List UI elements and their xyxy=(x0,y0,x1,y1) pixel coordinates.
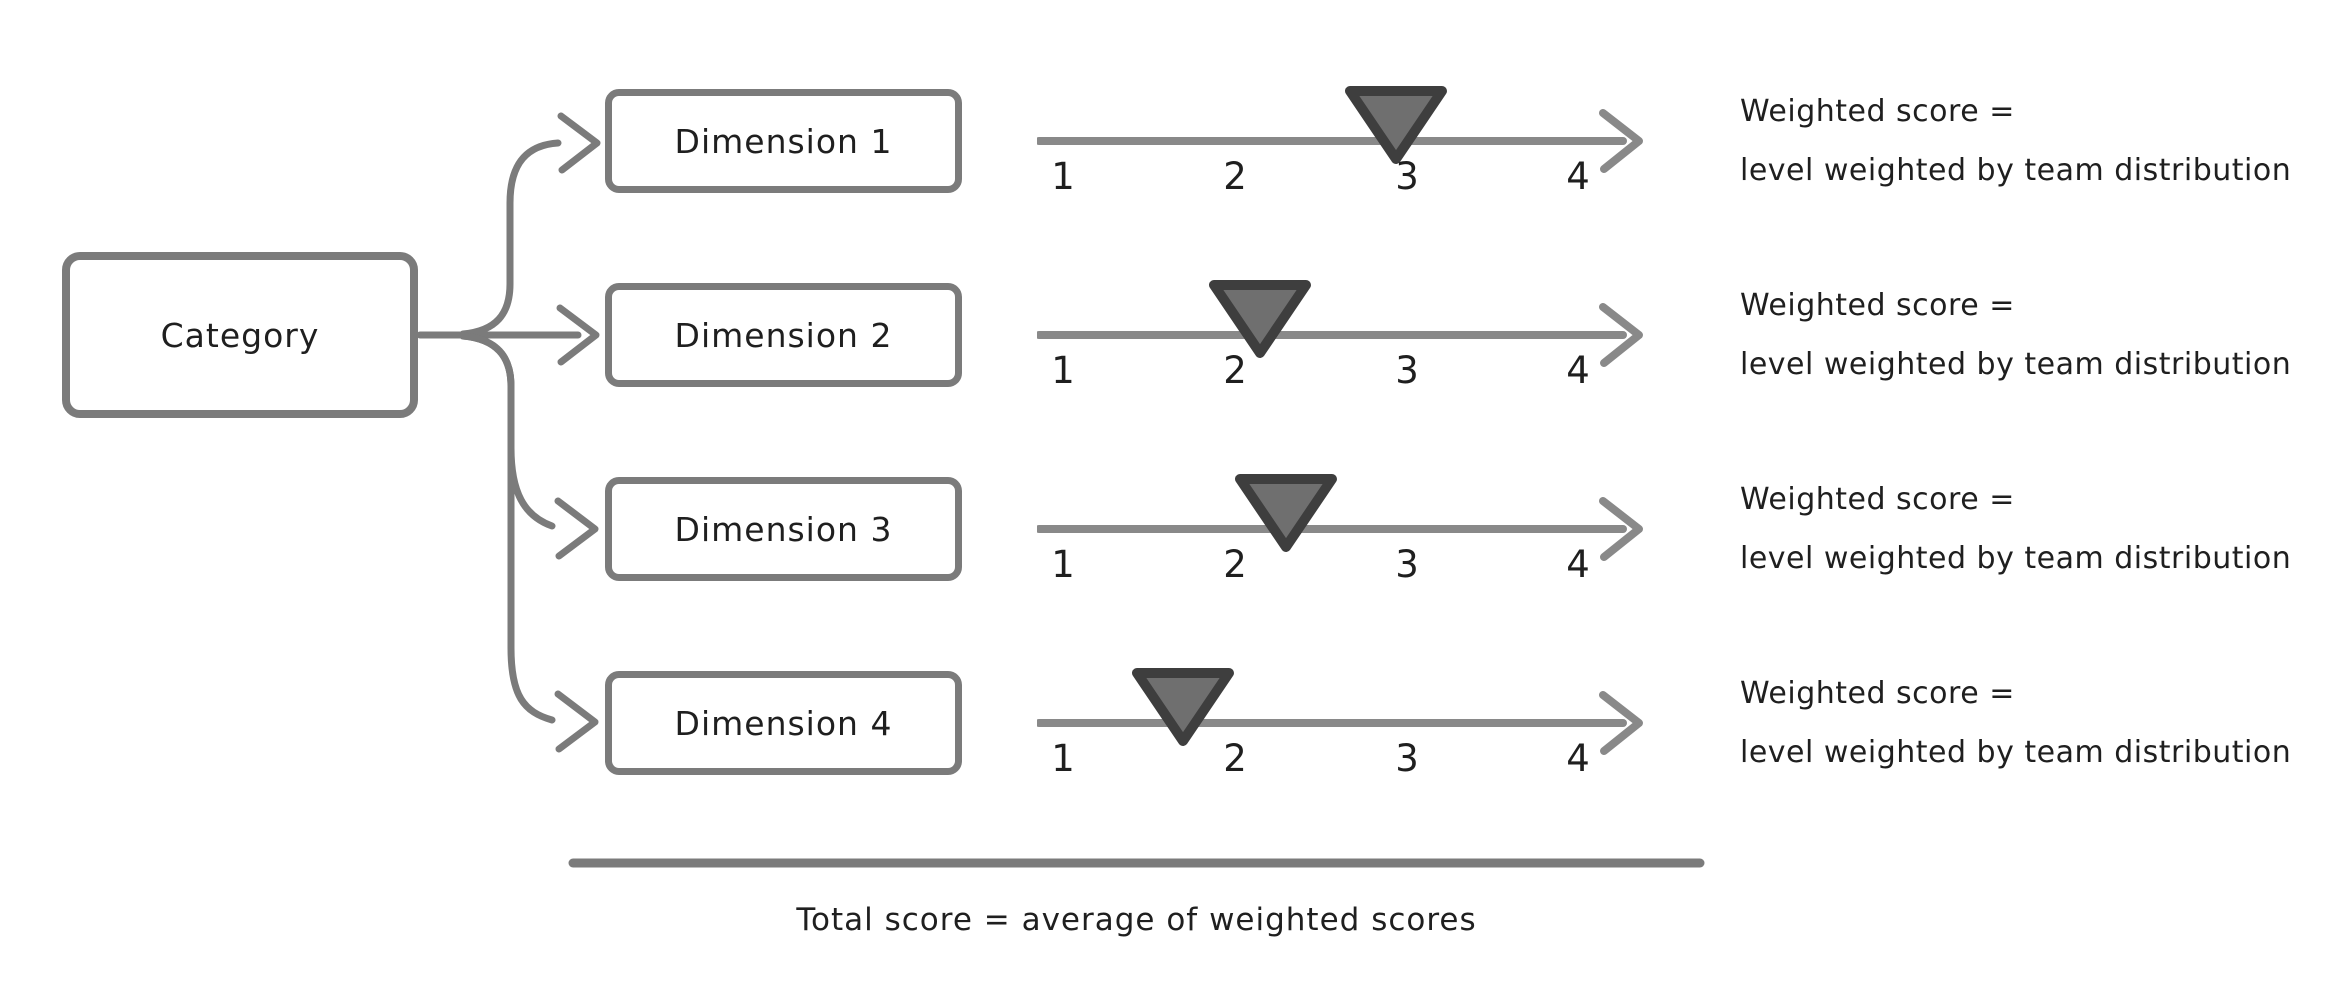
weighted-score-marker xyxy=(1235,474,1338,552)
dimension-4-label: Dimension 4 xyxy=(674,703,893,743)
weighted-score-note: Weighted score = level weighted by team … xyxy=(1740,663,2291,783)
dimension-2-scale: 1 2 3 4 xyxy=(1037,255,1697,415)
dimension-2-label: Dimension 2 xyxy=(674,315,893,355)
arrowhead-dimension-3 xyxy=(554,497,599,560)
scale-axis-arrow xyxy=(1037,109,1643,173)
scale-arrowhead xyxy=(1599,497,1643,561)
note-line-2: level weighted by team distribution xyxy=(1740,735,2292,770)
scale-axis-arrow xyxy=(1037,303,1643,367)
tick-label-2: 2 xyxy=(1223,155,1247,198)
tick-label-2: 2 xyxy=(1223,349,1247,392)
note-line-2: level weighted by team distribution xyxy=(1740,347,2292,382)
tick-label-1: 1 xyxy=(1051,155,1075,198)
dimension-3-label: Dimension 3 xyxy=(674,509,893,549)
scale-arrowhead xyxy=(1599,691,1643,755)
note-line-1: Weighted score = xyxy=(1740,94,2015,129)
tick-label-3: 3 xyxy=(1395,737,1419,780)
arrow-category-to-dimension-4 xyxy=(459,332,556,724)
tick-label-4: 4 xyxy=(1566,737,1590,780)
tick-label-2: 2 xyxy=(1223,543,1247,586)
note-line-1: Weighted score = xyxy=(1740,288,2015,323)
tick-label-3: 3 xyxy=(1395,349,1419,392)
tick-label-1: 1 xyxy=(1051,543,1075,586)
weighted-score-note: Weighted score = level weighted by team … xyxy=(1740,81,2291,201)
scale-axis-arrow xyxy=(1037,691,1643,755)
tick-label-1: 1 xyxy=(1051,737,1075,780)
dimension-row-2: Dimension 2 1 2 3 4 Weighted score = lev… xyxy=(0,255,2336,415)
dimension-row-3: Dimension 3 1 2 3 4 Weighted score = lev… xyxy=(0,449,2336,609)
tick-label-4: 4 xyxy=(1566,543,1590,586)
dimension-4-scale: 1 2 3 4 xyxy=(1037,643,1697,803)
scale-arrowhead xyxy=(1599,303,1643,367)
arrowhead-dimension-1 xyxy=(557,112,601,174)
tick-label-2: 2 xyxy=(1223,737,1247,780)
tick-label-3: 3 xyxy=(1395,543,1419,586)
note-line-2: level weighted by team distribution xyxy=(1740,153,2292,188)
weighted-score-note: Weighted score = level weighted by team … xyxy=(1740,275,2291,395)
dimension-4-node: Dimension 4 xyxy=(605,671,962,775)
dimension-1-scale: 1 2 3 4 xyxy=(1037,61,1697,221)
tick-label-1: 1 xyxy=(1051,349,1075,392)
scale-axis-arrow xyxy=(1037,497,1643,561)
arrowhead-dimension-2 xyxy=(556,304,600,366)
dimension-3-scale: 1 2 3 4 xyxy=(1037,449,1697,609)
arrowhead-dimension-4 xyxy=(554,690,599,753)
dimension-3-node: Dimension 3 xyxy=(605,477,962,581)
dimension-2-node: Dimension 2 xyxy=(605,283,962,387)
weighted-score-marker xyxy=(1132,668,1235,746)
dimension-1-node: Dimension 1 xyxy=(605,89,962,193)
tick-label-3: 3 xyxy=(1395,155,1419,198)
weighted-score-note: Weighted score = level weighted by team … xyxy=(1740,469,2291,589)
tick-label-4: 4 xyxy=(1566,349,1590,392)
note-line-1: Weighted score = xyxy=(1740,482,2015,517)
dimension-row-1: Dimension 1 1 2 3 4 Weighted score = lev… xyxy=(0,61,2336,221)
note-line-1: Weighted score = xyxy=(1740,676,2015,711)
arrow-category-to-dimension-1 xyxy=(459,139,562,338)
note-line-2: level weighted by team distribution xyxy=(1740,541,2292,576)
dimension-row-4: Dimension 4 1 2 3 4 Weighted score = lev… xyxy=(0,643,2336,803)
category-label: Category xyxy=(160,315,320,355)
weighted-score-marker xyxy=(1209,280,1312,358)
total-score-label: Total score = average of weighted scores xyxy=(796,902,1477,938)
scale-arrowhead xyxy=(1599,109,1643,173)
dimension-1-label: Dimension 1 xyxy=(674,121,893,161)
weighted-score-marker xyxy=(1345,86,1448,164)
category-node: Category xyxy=(62,252,418,418)
tick-label-4: 4 xyxy=(1566,155,1590,198)
